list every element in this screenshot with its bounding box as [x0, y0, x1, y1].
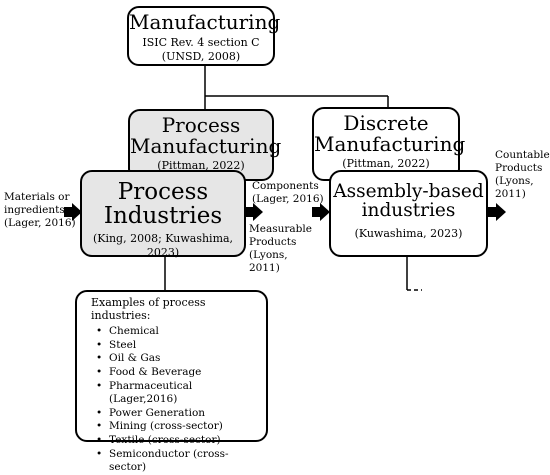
measurable-products-label: Measurable Products (Lyons, 2011) — [249, 223, 312, 275]
process-manufacturing-source: (Pittman, 2022) — [157, 159, 245, 172]
assembly-industries-box: Assembly-based industries (Kuwashima, 20… — [329, 170, 488, 257]
process-manufacturing-title-1: Process — [161, 113, 241, 137]
examples-heading: Examples of process industries: — [91, 296, 206, 322]
list-item: Chemical — [96, 325, 260, 339]
connector-lines — [64, 65, 506, 291]
list-item: Pharmaceutical (Lager,2016) — [96, 380, 260, 407]
discrete-manufacturing-title-1: Discrete — [343, 111, 429, 135]
list-item: Oil & Gas — [96, 352, 260, 366]
manufacturing-box: Manufacturing ISIC Rev. 4 section C (UNS… — [127, 6, 281, 66]
list-item: Steel — [96, 339, 260, 353]
assembly-industries-title-1: Assembly-based — [333, 181, 484, 202]
process-industries-title-2: Industries — [103, 203, 223, 230]
component-arrow — [312, 203, 330, 221]
list-item: Mining (cross-sector) — [96, 420, 260, 434]
process-industries-box: Process Industries (King, 2008; Kuwashim… — [80, 170, 246, 260]
discrete-manufacturing-title-2: Manufacturing — [314, 132, 466, 156]
output-arrow — [245, 203, 263, 221]
list-item: Power Generation — [96, 407, 260, 421]
countable-arrow — [488, 203, 506, 221]
list-item: Textile (cross-sector) — [96, 434, 260, 448]
list-item: Semiconductor (cross-sector) — [96, 448, 260, 475]
process-industries-source: (King, 2008; Kuwashima, 2023) — [92, 232, 234, 260]
input-arrow — [64, 203, 82, 221]
assembly-industries-title-2: industries — [361, 200, 456, 222]
components-label: Components (Lager, 2016) — [252, 180, 324, 206]
process-industries-title-1: Process — [117, 179, 209, 205]
countable-products-label: Countable Products (Lyons, 2011) — [495, 149, 550, 201]
manufacturing-title: Manufacturing — [129, 10, 281, 34]
process-manufacturing-title-2: Manufacturing — [130, 134, 282, 158]
inputs-label: Materials or ingredients (Lager, 2016) — [4, 191, 76, 230]
manufacturing-source: (UNSD, 2008) — [161, 49, 241, 63]
assembly-industries-source: (Kuwashima, 2023) — [354, 226, 463, 240]
discrete-manufacturing-source: (Pittman, 2022) — [342, 157, 430, 170]
list-item: Food & Beverage — [96, 366, 260, 380]
examples-box: Examples of process industries: Chemical… — [75, 290, 268, 473]
examples-list: Chemical Steel Oil & Gas Food & Beverage… — [91, 325, 260, 475]
manufacturing-isic: ISIC Rev. 4 section C — [142, 36, 260, 49]
